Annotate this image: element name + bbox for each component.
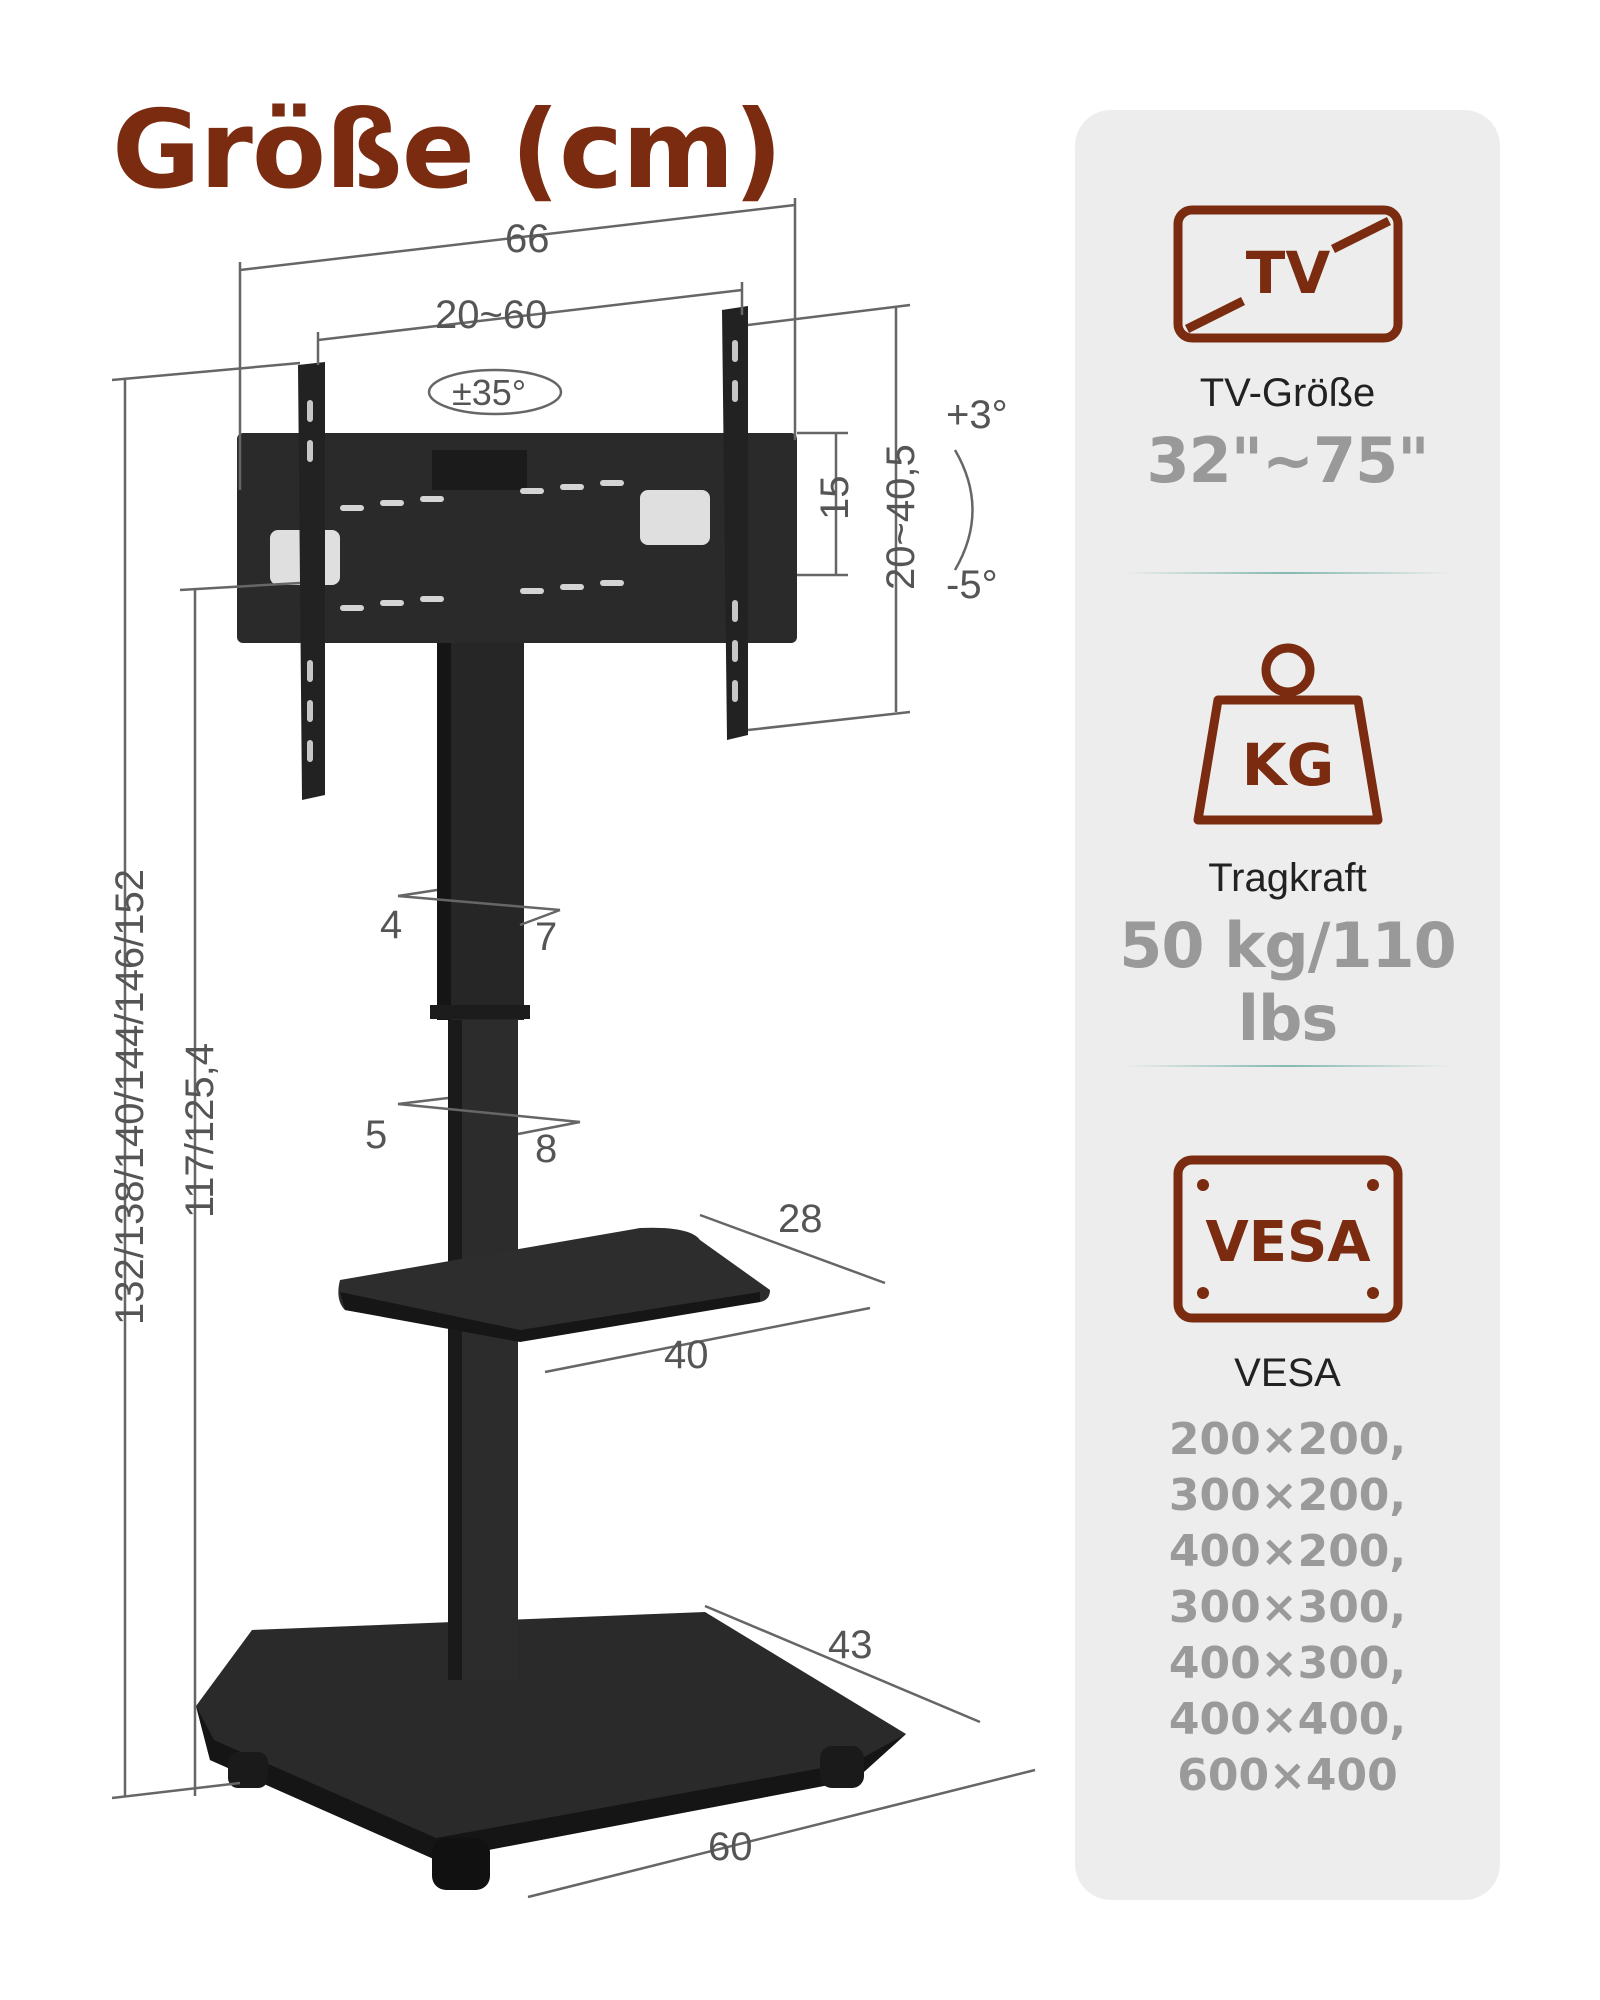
list-item: 400×300, — [1168, 1638, 1407, 1689]
vesa-arm — [298, 306, 748, 800]
dim-swivel: ±35° — [452, 372, 526, 413]
dim-base-width: 60 — [708, 1825, 753, 1869]
list-item: 300×300, — [1168, 1582, 1407, 1633]
weight-icon: KG — [1193, 643, 1382, 825]
dim-base-depth: 43 — [828, 1623, 873, 1667]
tv-icon: TV — [1173, 205, 1402, 343]
dim-pole-upper-depth: 4 — [380, 903, 402, 947]
dim-pole-upper-width: 7 — [535, 915, 557, 959]
vesa-label: VESA — [1234, 1351, 1341, 1395]
tv-stand-illustration — [196, 306, 906, 1890]
dim-plate-height: 15 — [813, 476, 857, 521]
load-capacity-label: Tragkraft — [1208, 856, 1367, 900]
glass-shelf — [338, 1227, 770, 1340]
separator — [1125, 572, 1450, 574]
list-item: 300×200, — [1168, 1470, 1407, 1521]
vesa-icon: VESA — [1173, 1155, 1402, 1323]
list-item: 400×400, — [1168, 1694, 1407, 1745]
dim-shelf-depth: 28 — [778, 1197, 823, 1241]
mount-plate — [237, 433, 797, 643]
dim-tilt-up: +3° — [946, 393, 1008, 437]
feature-tv-size: TV TV-Größe 32"~75" — [1075, 205, 1500, 497]
list-item: 600×400 — [1177, 1750, 1398, 1801]
list-item: 400×200, — [1168, 1526, 1407, 1577]
dim-pole-lower-width: 8 — [535, 1127, 557, 1171]
feature-panel: TV TV-Größe 32"~75" KG Tragkraft 50 kg/1… — [1075, 110, 1500, 1900]
dim-shelf-width: 40 — [664, 1333, 709, 1377]
page-title: Größe (cm) — [112, 88, 783, 213]
feature-vesa: VESA VESA 200×200, 300×200, 400×200, 300… — [1075, 1155, 1500, 1804]
dim-bracket-width: 66 — [505, 217, 550, 261]
vesa-values-list: 200×200, 300×200, 400×200, 300×300, 400×… — [1075, 1412, 1500, 1804]
caster-wheel — [228, 1746, 864, 1890]
separator — [1125, 1065, 1450, 1067]
dimension-lines — [111, 198, 1036, 1899]
tv-stand-diagram: 66 20~60 ±35° 20~40,5 15 +3° -5° 132/138… — [108, 198, 1036, 1899]
svg-text:KG: KG — [1241, 731, 1334, 799]
tv-size-label: TV-Größe — [1199, 371, 1376, 415]
dim-bracket-bottom-height: 117/125,4 — [178, 1043, 222, 1218]
list-item: 200×200, — [1168, 1414, 1407, 1465]
load-capacity-value: 50 kg/110 lbs — [1119, 909, 1457, 1055]
svg-text:VESA: VESA — [1205, 1210, 1371, 1275]
svg-text:TV: TV — [1245, 239, 1330, 307]
pole-collar — [430, 1005, 530, 1019]
upper-pole — [437, 640, 524, 1020]
tv-size-value: 32"~75" — [1146, 424, 1429, 497]
dim-total-height: 132/138/140/144/146/152 — [108, 869, 152, 1325]
dim-arm-spacing: 20~60 — [435, 293, 547, 337]
feature-load-capacity: KG Tragkraft 50 kg/110 lbs — [1075, 640, 1500, 1055]
dim-pole-lower-depth: 5 — [365, 1113, 387, 1157]
dim-tilt-down: -5° — [946, 563, 998, 607]
dim-bracket-height: 20~40,5 — [879, 444, 923, 590]
